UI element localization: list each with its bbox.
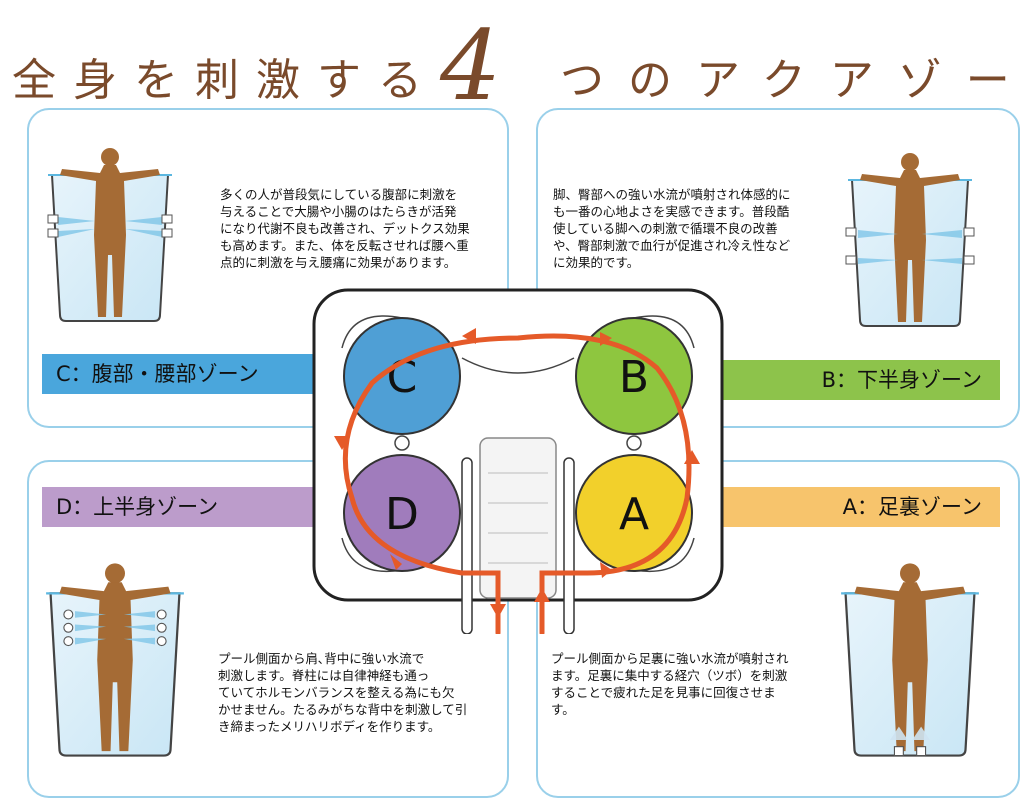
desc-zone-a-line: プール側面から足裏に強い水流が噴射され xyxy=(551,651,789,666)
desc-zone-c-line: 与えることで大腸や小腸のはたらきが活発 xyxy=(220,204,457,219)
desc-zone-c-line: 点的に刺激を与え腰痛に効果があります。 xyxy=(220,255,457,270)
desc-zone-d-line: かせません。たるみがちな背中を刺激して引 xyxy=(218,702,468,717)
figure-zone-c xyxy=(47,147,173,322)
title-number: 4 xyxy=(440,10,502,122)
band-zone-b: B：下半身ゾーン xyxy=(712,360,1000,400)
zone-c-circle xyxy=(343,317,461,435)
band-zone-c: C：腹部・腰部ゾーン xyxy=(42,354,336,394)
pool-stairs xyxy=(479,437,557,599)
zone-a-circle xyxy=(575,454,693,572)
water-jet-icon xyxy=(890,726,930,740)
desc-zone-c-line: も高めます。また、体を反転させれば腰へ重 xyxy=(220,238,469,253)
desc-zone-c-line: 多くの人が普段気にしている腹部に刺激を xyxy=(220,187,458,202)
nozzle-icon xyxy=(47,214,173,238)
desc-zone-b: 脚、臀部への強い水流が噴射され体感的に も一番の心地よさを実感できます。普段酷 … xyxy=(553,186,833,271)
desc-zone-d-line: き締まったメリハリボディを作ります。 xyxy=(218,719,441,734)
band-zone-a: A：足裏ゾーン xyxy=(712,487,1000,527)
desc-zone-a: プール側面から足裏に強い水流が噴射され ます。足裏に集中する経穴（ツボ）を刺激 … xyxy=(551,650,836,718)
figure-zone-a xyxy=(839,562,981,757)
desc-zone-c: 多くの人が普段気にしている腹部に刺激を 与えることで大腸や小腸のはたらきが活発 … xyxy=(220,186,505,271)
water-jet-icon xyxy=(58,217,162,237)
figure-zone-d xyxy=(44,562,185,757)
desc-zone-c-line: になり代謝不良も改善され、デットクス効果 xyxy=(220,221,470,236)
desc-zone-d-line: 刺激します。脊柱には自律神経も通っ xyxy=(218,668,430,683)
desc-zone-a-line: することで疲れた足を見事に回復させま xyxy=(551,685,776,700)
desc-zone-b-line: や、臀部刺激で血行が促進され冷え性など xyxy=(553,238,791,253)
nozzle-icon xyxy=(63,609,167,647)
band-zone-a-label: A：足裏ゾーン xyxy=(842,495,982,519)
band-zone-c-label: C：腹部・腰部ゾーン xyxy=(56,362,259,386)
desc-zone-a-line: ます。足裏に集中する経穴（ツボ）を刺激 xyxy=(551,668,788,683)
desc-zone-b-line: 使している脚への刺激で循環不良の改善 xyxy=(553,221,778,236)
handrail-right xyxy=(563,457,575,634)
handrail-left xyxy=(461,457,473,634)
band-zone-d: D：上半身ゾーン xyxy=(42,487,336,527)
pool-diagram: C B D A xyxy=(312,288,724,634)
desc-zone-d-line: ていてホルモンバランスを整える為にも欠 xyxy=(218,685,455,700)
water-jet-icon xyxy=(858,230,962,264)
desc-zone-b-line: 脚、臀部への強い水流が噴射され体感的に xyxy=(553,187,791,202)
page-title: 全身を刺激する 4 つのアクアゾーン xyxy=(0,18,1035,170)
desc-zone-b-line: に効果的です。 xyxy=(553,255,640,270)
desc-zone-a-line: す。 xyxy=(551,702,575,717)
zone-b-circle xyxy=(575,317,693,435)
nozzle-icon xyxy=(845,227,975,265)
nozzle-icon xyxy=(893,746,927,757)
zone-d-circle xyxy=(343,454,461,572)
title-prefix: 全身を刺激する xyxy=(12,55,439,106)
figure-zone-b xyxy=(845,152,975,327)
pool-step-curve xyxy=(461,357,575,374)
band-zone-b-label: B：下半身ゾーン xyxy=(821,368,982,392)
desc-zone-d-line: プール側面から肩､背中に強い水流で xyxy=(218,651,425,666)
zone-d-letter: D xyxy=(385,489,419,540)
zone-a-letter: A xyxy=(619,489,649,540)
band-zone-d-label: D：上半身ゾーン xyxy=(56,495,219,519)
desc-zone-b-line: も一番の心地よさを実感できます。普段酷 xyxy=(553,204,790,219)
arrowhead-icon xyxy=(334,328,700,618)
circulation-arrow xyxy=(342,333,692,634)
desc-zone-d: プール側面から肩､背中に強い水流で 刺激します。脊柱には自律神経も通っ ていてホ… xyxy=(218,650,503,735)
